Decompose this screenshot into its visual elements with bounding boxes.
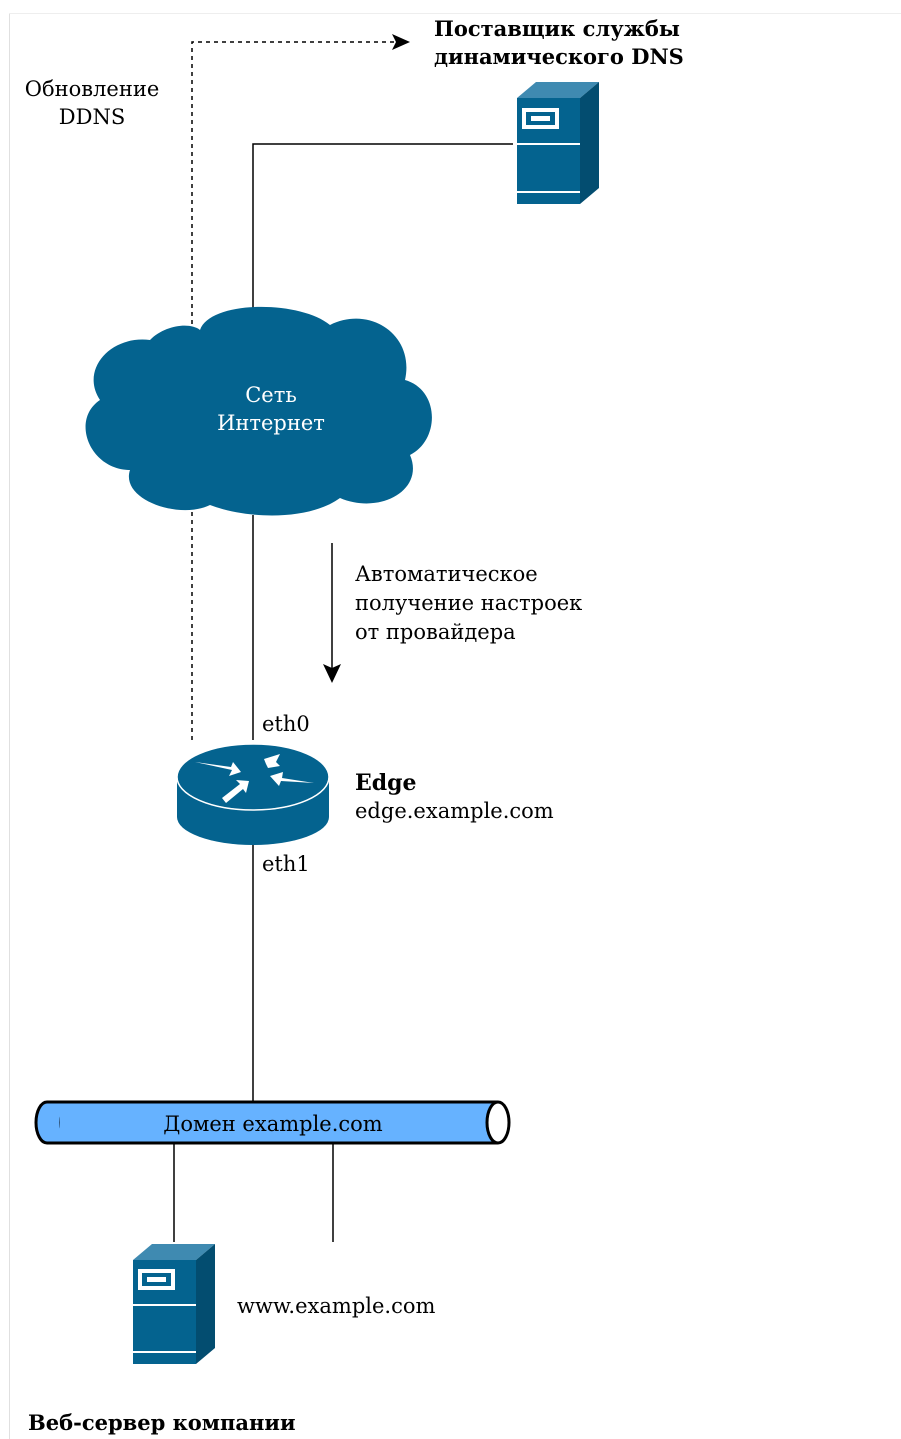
- domain-bus: [34, 1100, 511, 1145]
- ddns-update-label-line-1: Обновление: [25, 77, 160, 101]
- web-server-icon: [133, 1244, 215, 1364]
- internet-cloud-icon: [85, 306, 432, 516]
- auto-config-label-line-2: получение настроек: [355, 591, 582, 615]
- auto-config-label-line-3: от провайдера: [355, 620, 516, 644]
- internet-label-line-1: Сеть: [245, 383, 297, 407]
- ddns-update-label-line-2: DDNS: [59, 105, 125, 129]
- router-icon: [176, 743, 330, 845]
- domain-bus-label: Домен example.com: [163, 1112, 383, 1136]
- eth0-label: eth0: [262, 712, 310, 736]
- auto-config-label-line-1: Автоматическое: [355, 562, 538, 586]
- webserver-caption: Веб-сервер компании: [28, 1410, 296, 1435]
- auto-config-arrowhead: [323, 664, 341, 683]
- router-host-label: edge.example.com: [355, 799, 554, 823]
- webserver-host-label: www.example.com: [237, 1294, 435, 1318]
- dns-provider-label-line-1: Поставщик службы: [434, 16, 680, 41]
- eth1-label: eth1: [262, 852, 310, 876]
- internet-label-line-2: Интернет: [217, 411, 325, 435]
- dns-provider-server-icon: [517, 82, 599, 204]
- internet-to-dns-provider-link: [252, 143, 513, 310]
- ddns-update-arrowhead: [392, 34, 410, 50]
- router-name-label: Edge: [355, 770, 417, 796]
- dns-provider-label-line-2: динамического DNS: [434, 44, 684, 69]
